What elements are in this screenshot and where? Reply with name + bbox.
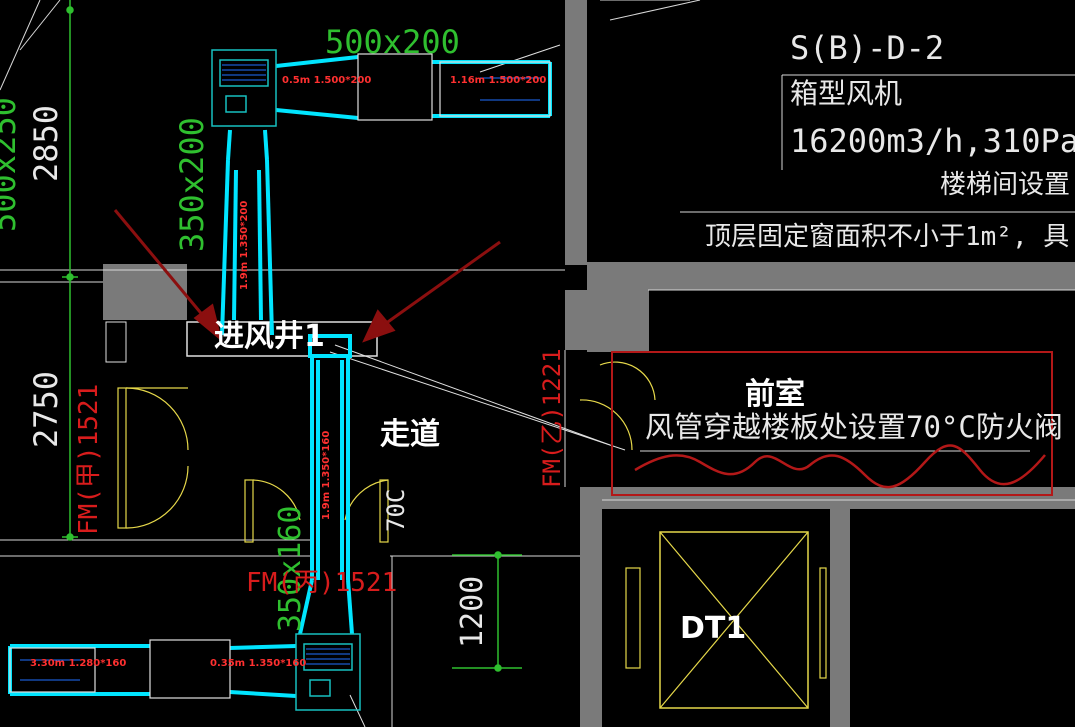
equipment-name: 箱型风机 [790,77,903,110]
equipment-note: 楼梯间设置 [940,170,1071,200]
elevator-label: DT1 [680,611,747,646]
window-note: 顶层固定窗面积不小于1m², 具 [705,222,1070,252]
duct-size-top-vertical: 350x200 [173,117,211,252]
wall-column-top [565,0,587,265]
duct-tag-6: 0.35m 1.350*160 [210,658,307,669]
duct-size-left-partial: 500x250 [0,97,23,232]
door-fm-jia-1521: FM(甲)1521 [74,383,104,535]
dimension-2750: 2750 [27,370,65,448]
wall-right-lower [580,487,1075,509]
fan-unit-top [211,49,277,127]
equipment-tag: S(B)-D-2 [790,29,945,67]
fire-damper-note: 风管穿越楼板处设置70°C防火阀 [645,410,1063,444]
dimension-2850: 2850 [27,104,65,182]
door-fm-yi-1221: FM(乙)1221 [538,348,566,488]
wall-block-lower [830,509,850,727]
wall-block-mid [587,290,649,352]
corridor-label: 走道 [380,417,440,452]
duct-tag-1: 0.5m 1.500*200 [282,75,372,86]
wall-shaft-left [103,264,187,320]
shaft-outline [186,321,378,357]
duct-tag-2: 1.16m 1.500*200 [450,75,547,86]
duct-tag-4: 1.9m 1.350*160 [321,430,332,520]
wall-column-bottom [580,509,602,727]
shaft-pillar-left [105,321,127,363]
shaft-label: 进风井1 [214,319,325,354]
wall-column-mid [565,290,587,350]
dimension-1200: 1200 [455,575,490,648]
elevator-car [659,531,809,709]
duct-tag-3: 1.9m 1.350*200 [239,200,250,290]
fire-damper-partial: 70C [382,488,410,532]
wall-right-upper [587,262,1075,290]
anteroom-box [611,351,1053,496]
anteroom-label: 前室 [745,377,805,412]
door-fm-bing-1521: FM(丙)1521 [246,568,398,598]
duct-tag-5: 3.30m 1.280*160 [30,658,127,669]
equipment-spec: 16200m3/h,310Pa [790,122,1075,160]
squiggle [634,444,1046,489]
duct-size-top-horizontal: 500x200 [325,23,460,61]
fan-unit-bottom [295,633,361,711]
